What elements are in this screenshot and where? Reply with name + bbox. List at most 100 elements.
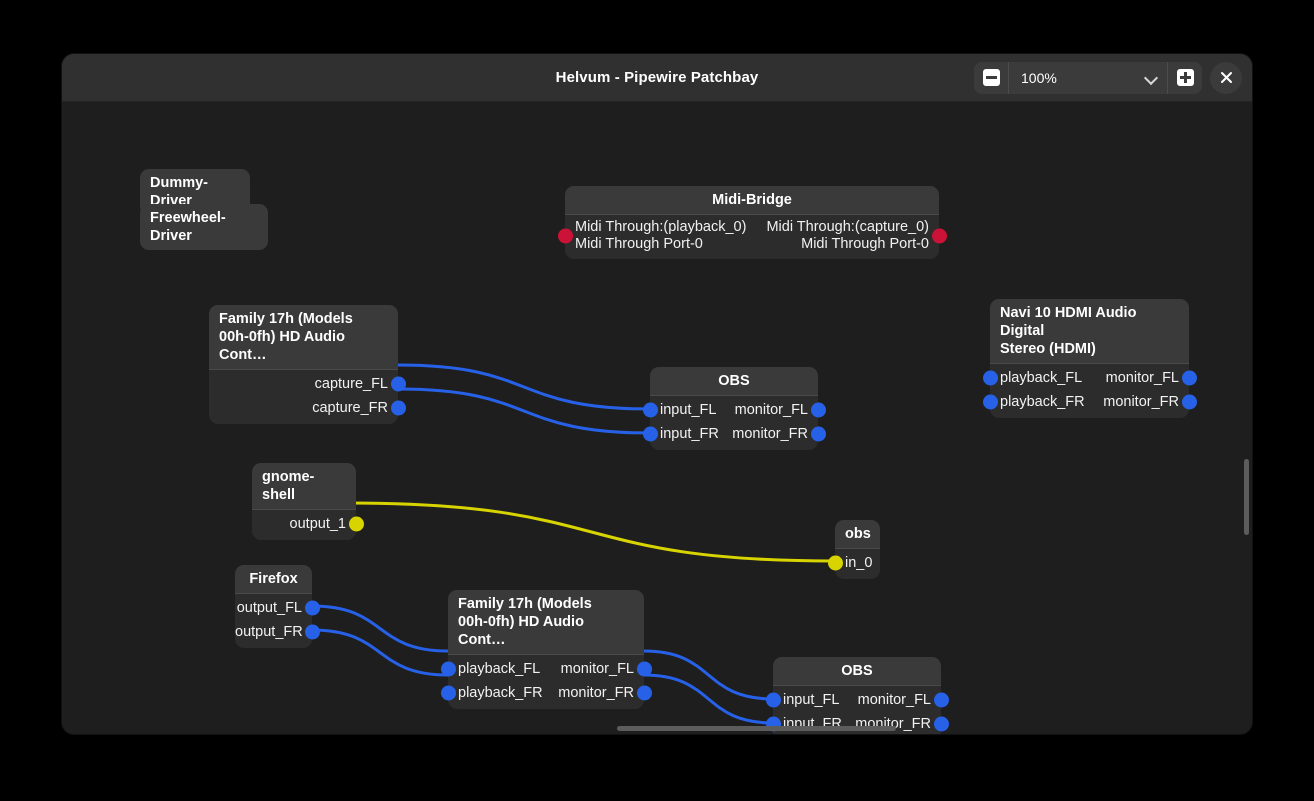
vertical-scrollbar[interactable]	[1244, 459, 1249, 535]
node-title-line1: Family 17h (Models	[458, 596, 592, 612]
audio-output-port-dot[interactable]	[933, 692, 949, 708]
node-title: Midi-Bridge	[565, 186, 939, 215]
port-label-in: playback_FR	[1000, 394, 1085, 410]
node-title: OBS	[650, 367, 818, 396]
port-row: input_FL monitor_FL	[765, 688, 949, 712]
port-row: playback_FR monitor_FR	[440, 681, 652, 705]
cable-firefox-output_FR-to-playback_FR[interactable]	[311, 628, 449, 677]
audio-input-port-dot[interactable]	[440, 661, 456, 677]
audio-input-port-dot[interactable]	[642, 426, 658, 442]
audio-input-port-dot[interactable]	[982, 370, 998, 386]
node-family-17h-playback[interactable]: Family 17h (Models 00h-0fh) HD Audio Con…	[440, 590, 652, 709]
audio-output-port-dot[interactable]	[390, 400, 406, 416]
port-label-out: output_1	[289, 516, 346, 532]
port-label-in: input_FL	[783, 692, 840, 708]
node-title: OBS	[773, 657, 941, 686]
node-obs-top[interactable]: OBS input_FL monitor_FL input_FR monitor…	[642, 367, 826, 450]
cable-capture_FR-to-obs-input_FR[interactable]	[397, 387, 651, 435]
node-title-line1: Family 17h (Models	[219, 311, 353, 327]
helvum-window: Helvum - Pipewire Patchbay 100%	[62, 54, 1252, 734]
audio-output-port-dot[interactable]	[390, 376, 406, 392]
cable-monitor_FR-to-obs-input_FR[interactable]	[643, 673, 774, 725]
node-ports: capture_FL capture_FR	[209, 370, 406, 424]
audio-output-port-dot[interactable]	[636, 661, 652, 677]
close-button[interactable]	[1210, 61, 1242, 94]
node-freewheel-driver[interactable]: Freewheel-Driver	[140, 204, 268, 250]
node-navi-10-hdmi[interactable]: Navi 10 HDMI Audio Digital Stereo (HDMI)…	[982, 299, 1197, 418]
zoom-in-button[interactable]	[1168, 62, 1202, 94]
zoom-level-value: 100%	[1021, 69, 1057, 86]
patchbay-canvas[interactable]: Dummy-Driver Freewheel-Driver Midi-Bridg…	[62, 102, 1252, 734]
midi-output-port-dot[interactable]	[931, 228, 947, 244]
window-title: Helvum - Pipewire Patchbay	[555, 69, 759, 86]
audio-output-port-dot[interactable]	[1181, 394, 1197, 410]
cable-gnome-shell-output_1-to-obs-in_0[interactable]	[347, 501, 836, 563]
node-firefox[interactable]: Firefox output_FL output_FR	[235, 565, 320, 648]
header-controls: 100%	[974, 54, 1242, 101]
video-input-port-dot[interactable]	[827, 555, 843, 571]
port-row: capture_FR	[209, 396, 406, 420]
node-title-line2: Stereo (HDMI)	[1000, 341, 1096, 357]
zoom-level-dropdown[interactable]: 100%	[1009, 62, 1167, 94]
port-label-out: monitor_FL	[734, 402, 808, 418]
port-row: playback_FL monitor_FL	[440, 657, 652, 681]
node-title: Freewheel-Driver	[140, 204, 268, 250]
audio-output-port-dot[interactable]	[810, 426, 826, 442]
audio-output-port-dot[interactable]	[1181, 370, 1197, 386]
node-ports: output_1	[252, 510, 364, 540]
port-label-out: monitor_FL	[857, 692, 931, 708]
port-row: playback_FR monitor_FR	[982, 390, 1197, 414]
audio-output-port-dot[interactable]	[636, 685, 652, 701]
horizontal-scrollbar[interactable]	[617, 726, 896, 731]
node-title-line2: 00h-0fh) HD Audio Cont…	[458, 614, 584, 648]
node-obs-bottom[interactable]: OBS input_FL monitor_FL input_FR monitor…	[765, 657, 949, 734]
video-output-port-dot[interactable]	[348, 516, 364, 532]
port-label-in: in_0	[845, 555, 873, 571]
port-row: playback_FL monitor_FL	[982, 366, 1197, 390]
audio-output-port-dot[interactable]	[810, 402, 826, 418]
port-label-out: monitor_FL	[1105, 370, 1179, 386]
minus-icon	[982, 69, 1000, 86]
audio-input-port-dot[interactable]	[982, 394, 998, 410]
zoom-out-button[interactable]	[974, 62, 1008, 94]
audio-output-port-dot[interactable]	[304, 624, 320, 640]
node-gnome-shell[interactable]: gnome-shell output_1	[252, 463, 364, 540]
port-label-line2: Midi Through Port-0	[801, 236, 929, 252]
node-title: Family 17h (Models 00h-0fh) HD Audio Con…	[448, 590, 644, 655]
port-row: in_0	[827, 551, 880, 575]
audio-input-port-dot[interactable]	[440, 685, 456, 701]
node-family-17h-capture[interactable]: Family 17h (Models 00h-0fh) HD Audio Con…	[209, 305, 406, 424]
node-title: Firefox	[235, 565, 312, 594]
audio-input-port-dot[interactable]	[765, 692, 781, 708]
port-row: input_FR monitor_FR	[642, 422, 826, 446]
port-label-line1: Midi Through:(capture_0)	[766, 218, 929, 235]
cable-firefox-output_FL-to-playback_FL[interactable]	[311, 604, 449, 653]
port-label-out: capture_FL	[314, 376, 388, 392]
port-label-in: input_FL	[660, 402, 717, 418]
zoom-divider	[1008, 61, 1009, 94]
node-ports: Midi Through:(playback_0) Midi Through P…	[557, 215, 947, 259]
node-ports: playback_FL monitor_FL playback_FR monit…	[440, 655, 652, 709]
node-obs-video[interactable]: obs in_0	[827, 520, 880, 579]
node-midi-bridge[interactable]: Midi-Bridge Midi Through:(playback_0) Mi…	[557, 186, 947, 259]
cable-capture_FL-to-obs-input_FL[interactable]	[397, 363, 651, 411]
close-icon	[1220, 72, 1232, 83]
audio-output-port-dot[interactable]	[933, 716, 949, 732]
port-row: capture_FL	[209, 372, 406, 396]
port-row: output_FR	[235, 620, 320, 644]
node-title: Family 17h (Models 00h-0fh) HD Audio Con…	[209, 305, 398, 370]
node-ports: in_0	[827, 549, 880, 579]
audio-output-port-dot[interactable]	[304, 600, 320, 616]
node-title: obs	[835, 520, 880, 549]
audio-input-port-dot[interactable]	[642, 402, 658, 418]
port-label-in: playback_FR	[458, 685, 543, 701]
cable-monitor_FL-to-obs-input_FL[interactable]	[643, 649, 774, 701]
node-title: gnome-shell	[252, 463, 356, 510]
port-label-out: monitor_FR	[558, 685, 634, 701]
node-ports: playback_FL monitor_FL playback_FR monit…	[982, 364, 1197, 418]
midi-input-port-dot[interactable]	[557, 228, 573, 244]
window-titlebar: Helvum - Pipewire Patchbay 100%	[62, 54, 1252, 102]
node-title-line2: 00h-0fh) HD Audio Cont…	[219, 329, 345, 363]
node-title: Navi 10 HDMI Audio Digital Stereo (HDMI)	[990, 299, 1189, 364]
